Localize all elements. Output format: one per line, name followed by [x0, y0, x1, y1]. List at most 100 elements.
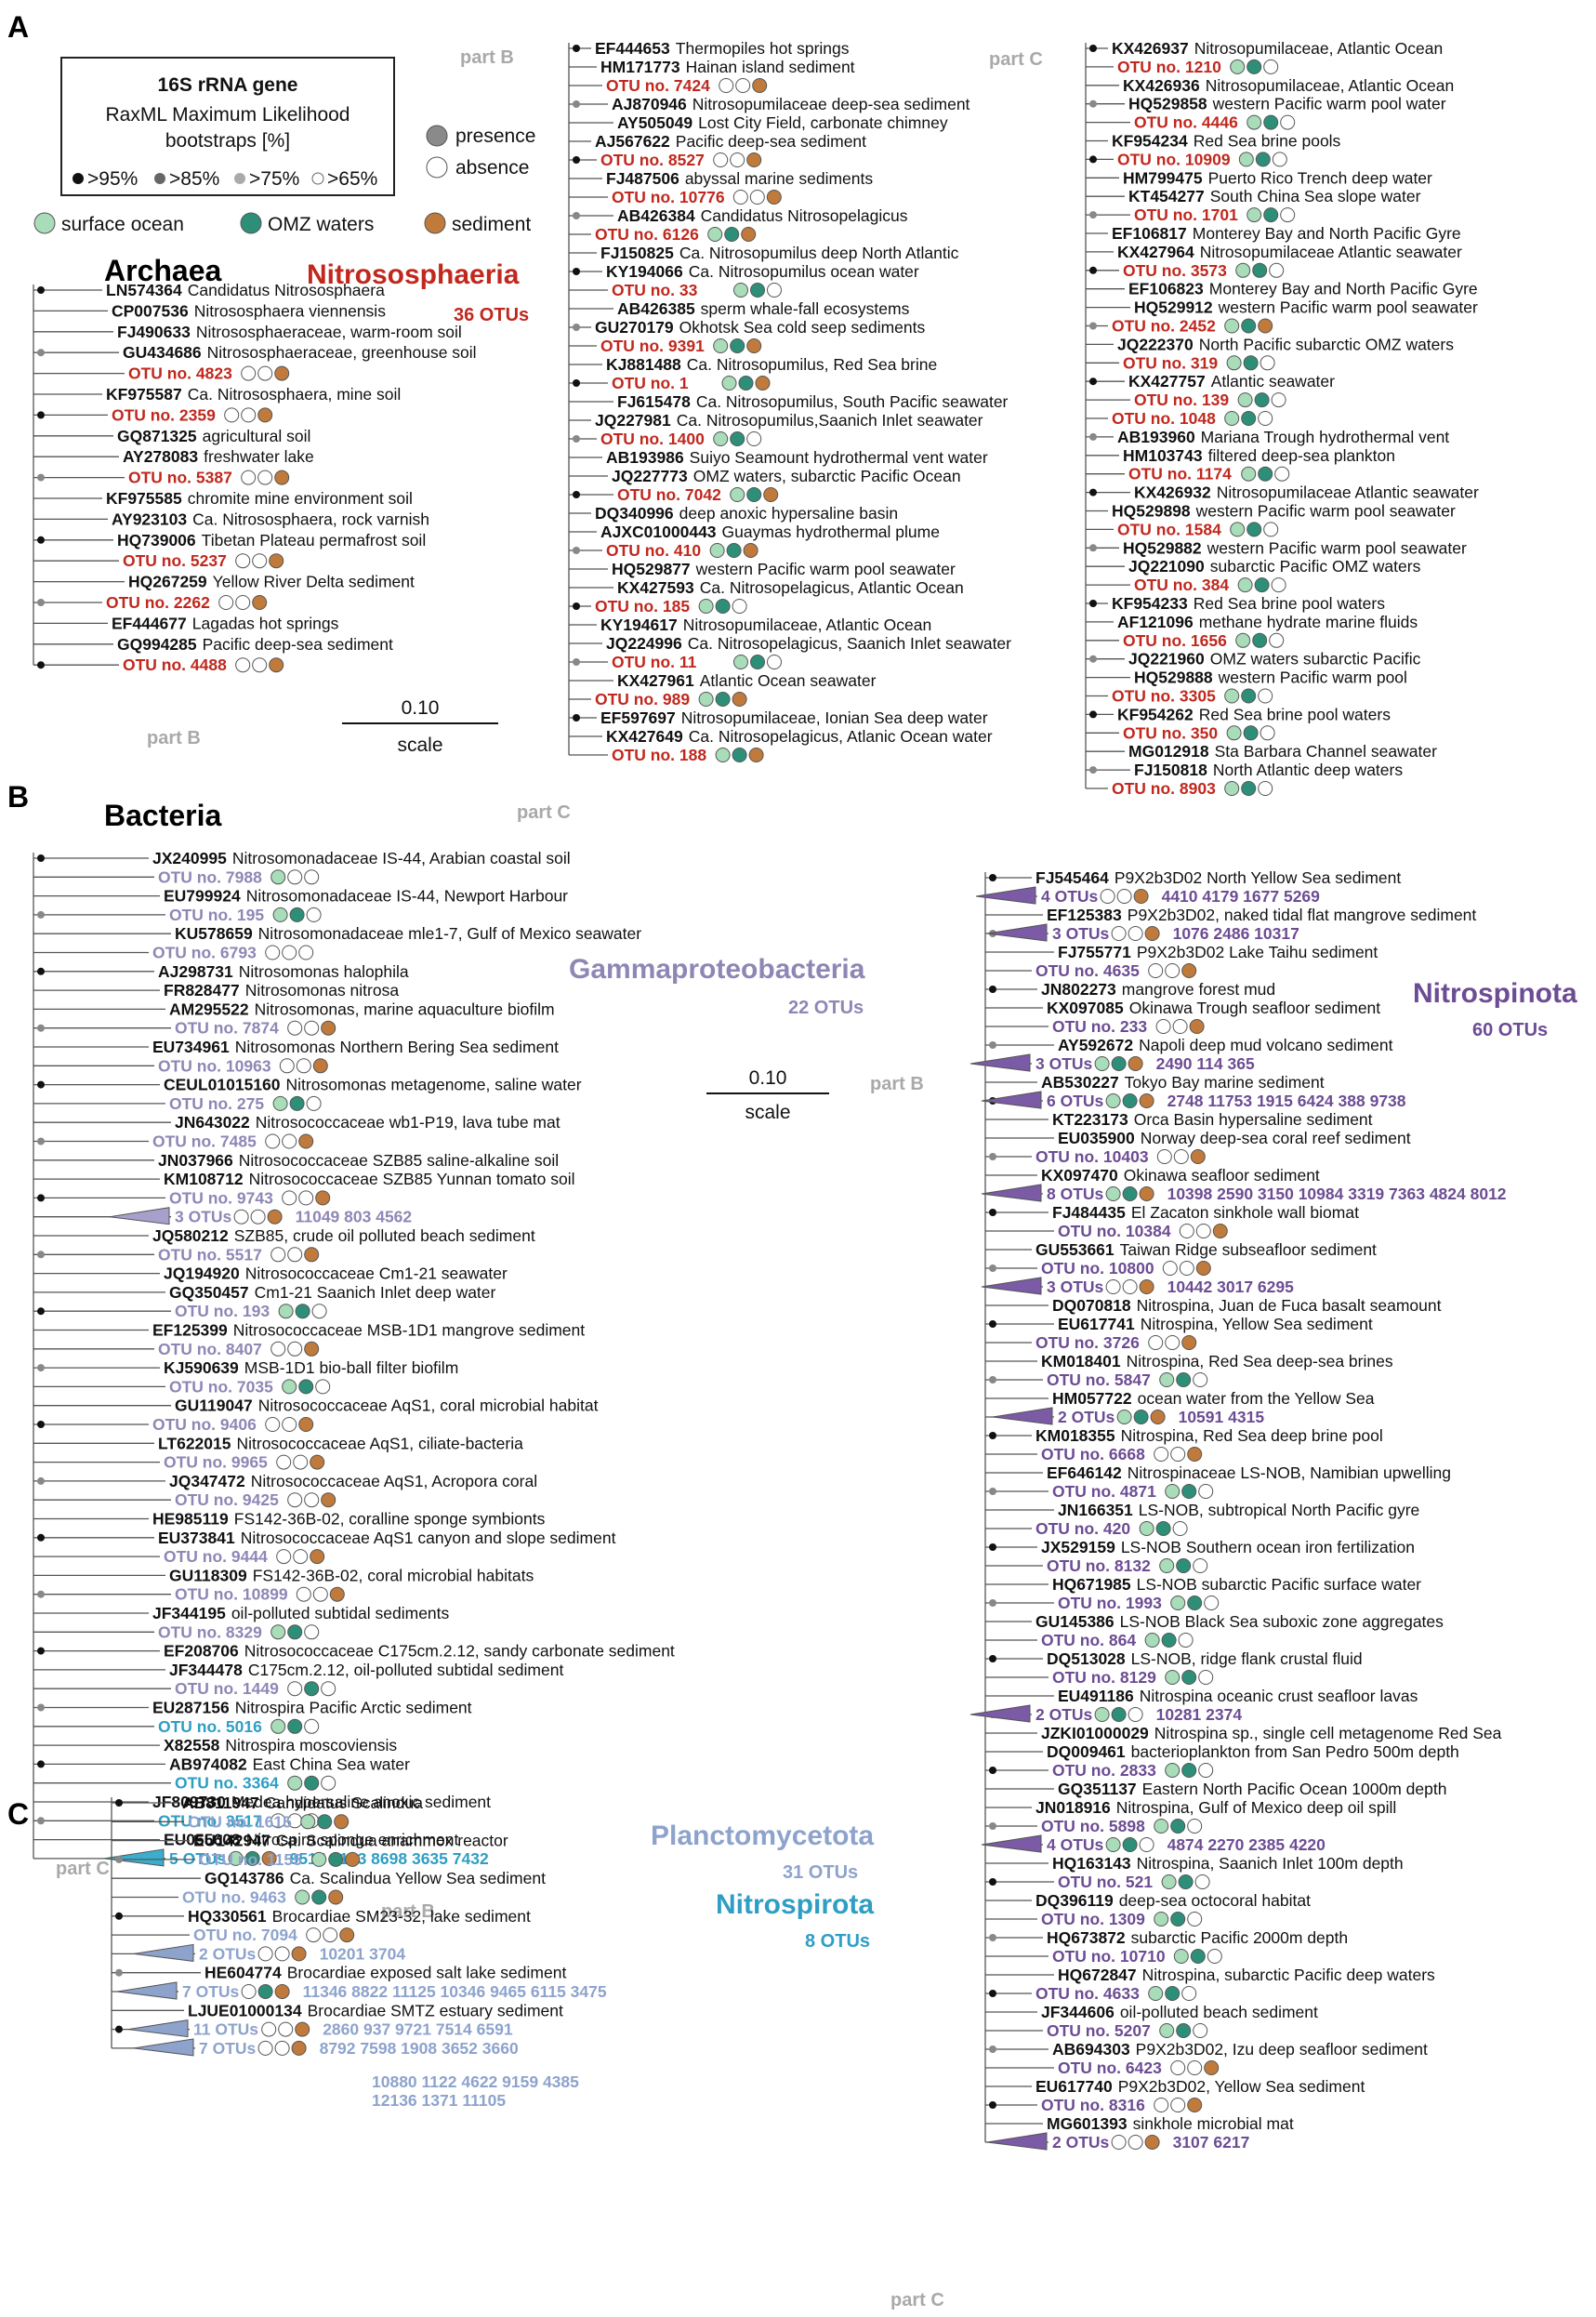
bootstrap-node-icon — [573, 100, 580, 108]
otu-label: OTU no. 8329 — [158, 1622, 262, 1641]
sequence-description: Suiyo Seamount hydrothermal vent water — [690, 448, 988, 467]
accession-id: AB426385 — [617, 299, 695, 318]
otu-label: OTU no. 10963 — [158, 1056, 271, 1075]
otu-habitat-dot — [1193, 2023, 1208, 2038]
otu-habitat-dot — [334, 1814, 350, 1830]
otu-label: OTU no. 1 — [612, 374, 689, 392]
collapsed-clade-icon — [127, 2019, 189, 2038]
sequence-description: Nitrosomonas, marine aquaculture biofilm — [255, 1000, 555, 1018]
otu-habitat-dot — [1105, 1837, 1121, 1852]
sequence-description: Nitrosomonadaceae IS-44, Arabian coastal… — [232, 849, 571, 867]
accession-id: JF344606 — [1041, 2003, 1115, 2021]
legend-presence: presence — [455, 126, 535, 147]
otu-habitat-dot — [1187, 1819, 1203, 1834]
otu-habitat-dot — [1181, 1986, 1197, 2001]
otu-habitat-dot — [304, 1718, 320, 1734]
otu-habitat-dot — [1258, 781, 1273, 796]
bootstrap-node-icon — [989, 1041, 996, 1049]
accession-id: HQ529858 — [1128, 95, 1207, 113]
sequence-description: Ca. Nitrosopelagicus, Saanich Inlet seaw… — [688, 634, 1011, 653]
sequence-description: ocean water from the Yellow Sea — [1138, 1389, 1375, 1408]
otu-habitat-dot — [274, 1984, 290, 1999]
legend-subtitle-2: bootstraps [%] — [165, 130, 290, 152]
otu-habitat-dot — [1170, 1447, 1186, 1462]
otu-habitat-dot — [1156, 1149, 1172, 1164]
accession-id: KF954234 — [1112, 132, 1188, 151]
accession-id: KM108712 — [164, 1170, 244, 1188]
otu-habitat-dot — [323, 1927, 338, 1943]
otu-habitat-dot — [1172, 1019, 1188, 1034]
accession-id: AB193986 — [606, 448, 684, 467]
bootstrap-node-icon — [989, 1767, 996, 1774]
accession-id: JQ221960 — [1128, 650, 1205, 669]
otu-habitat-dot — [1198, 1484, 1214, 1499]
otu-habitat-dot — [1258, 411, 1273, 426]
accession-id: DQ009461 — [1047, 1742, 1126, 1761]
otu-label: OTU no. 4635 — [1035, 961, 1140, 980]
sequence-description: Candidatus Nitrosopelagicus — [701, 206, 908, 225]
panel-label-c: C — [7, 1797, 29, 1831]
sequence-description: Nitrosomonas halophila — [239, 962, 409, 981]
accession-id: HE604774 — [204, 1964, 282, 1982]
accession-id: JQ580212 — [152, 1226, 229, 1245]
otu-label: 4 OTUs — [1047, 1835, 1104, 1854]
otu-habitat-dot — [257, 470, 273, 485]
clade-otu-ids: 11049 803 4562 — [296, 1208, 413, 1226]
sequence-description: Nitrososphaeraceae, greenhouse soil — [207, 343, 477, 362]
bootstrap-node-icon — [1089, 432, 1097, 441]
sequence-description: Ca. Nitrosopumilus deep North Atlantic — [679, 244, 959, 262]
clade-otu-ids: 11346 8822 11125 10346 9465 6115 3475 — [303, 1982, 607, 2001]
otu-habitat-dot — [721, 376, 737, 391]
otu-label: OTU no. 10800 — [1041, 1259, 1154, 1278]
otu-label: OTU no. 1449 — [175, 1679, 279, 1698]
sequence-description: OMZ waters subarctic Pacific — [1210, 650, 1421, 669]
sequence-description: Lost City Field, carbonate chimney — [698, 113, 948, 132]
otu-habitat-dot — [1230, 522, 1246, 537]
bootstrap-node-icon — [37, 1760, 45, 1768]
part-b-marker-nitrospira: part B — [381, 1901, 435, 1922]
otu-habitat-dot — [1154, 1819, 1169, 1834]
otu-label: OTU no. 275 — [169, 1094, 264, 1113]
accession-id: EU055608 — [164, 1831, 241, 1849]
otu-label: OTU no. 1210 — [1117, 58, 1221, 76]
otu-habitat-dot — [1254, 392, 1270, 408]
legend-subtitle-1: RaxML Maximum Likelihood — [106, 104, 350, 126]
sequence-description: Nitrosococcaceae wb1-P19, lava tube mat — [256, 1113, 561, 1132]
sequence-description: Nitrosococcaceae AqS1, Acropora coral — [251, 1472, 537, 1490]
sequence-description: MSB-1D1 bio-ball filter biofilm — [244, 1358, 459, 1377]
accession-id: DQ513028 — [1047, 1649, 1126, 1668]
reference-sequence-label: JQ221960 OMZ waters subarctic Pacific — [1128, 650, 1421, 669]
otu-label: OTU no. 8316 — [1041, 2096, 1145, 2114]
otu-habitat-dot — [252, 657, 268, 673]
accession-id: KF954233 — [1112, 594, 1188, 613]
accession-id: GQ143786 — [204, 1869, 284, 1887]
otu-label: 3 OTUs — [1052, 924, 1110, 943]
bootstrap-node-icon — [1089, 99, 1097, 108]
accession-id: HQ529877 — [612, 560, 691, 578]
otu-habitat-dot — [1204, 2060, 1220, 2075]
otu-habitat-dot — [295, 1889, 310, 1905]
otu-habitat-dot — [1237, 392, 1253, 408]
otu-label: OTU no. 195 — [169, 906, 264, 924]
otu-habitat-dot — [304, 869, 320, 885]
otu-label: 2 OTUs — [1058, 1408, 1115, 1426]
sequence-description: Puerto Rico Trench deep water — [1208, 168, 1432, 187]
bootstrap-node-icon — [573, 547, 580, 554]
otu-habitat-dot — [1148, 1335, 1164, 1350]
otu-habitat-dot — [1193, 1372, 1208, 1387]
sequence-description: Tokyo Bay marine sediment — [1125, 1073, 1325, 1092]
bootstrap-node-icon — [989, 2046, 996, 2053]
otu-habitat-dot — [746, 152, 762, 167]
